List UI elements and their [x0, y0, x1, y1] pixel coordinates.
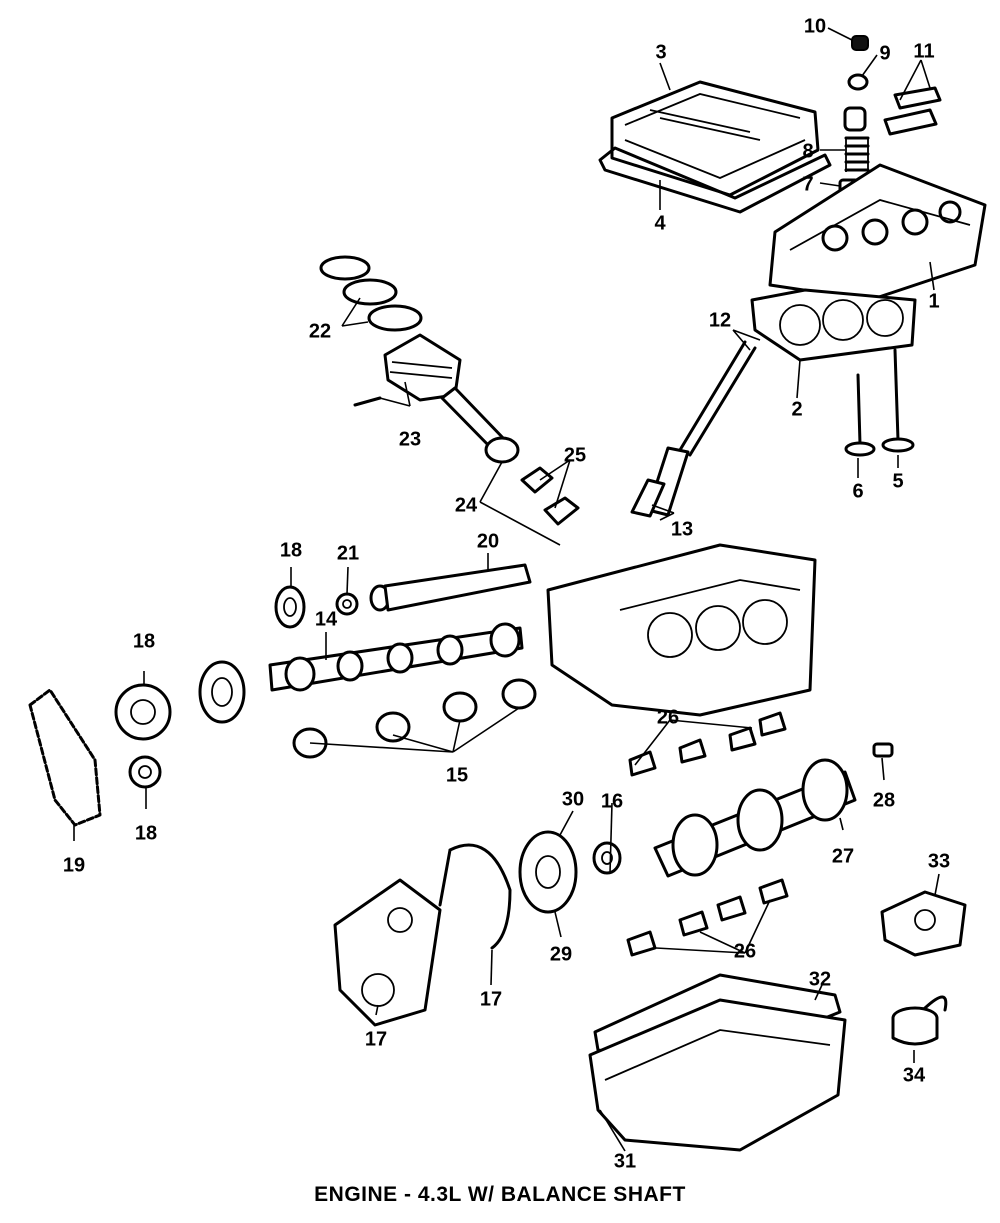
callout-22: 22 — [309, 320, 331, 342]
callout-34: 34 — [903, 1064, 926, 1086]
oil-pump-part — [880, 890, 967, 957]
callout-17-cover: 17 — [365, 1028, 387, 1050]
callout-28: 28 — [873, 789, 895, 811]
main-bearing-upper-part — [628, 711, 787, 777]
callout-8: 8 — [802, 140, 813, 162]
callout-32: 32 — [809, 968, 831, 990]
balance-shaft-part — [369, 563, 532, 612]
callout-12: 12 — [709, 309, 731, 331]
balance-shaft-gear-part — [274, 585, 306, 629]
callout-2: 2 — [791, 398, 802, 420]
callout-18-upper: 18 — [280, 539, 302, 561]
leader-lines — [73, 27, 940, 1152]
cam-bearing-part — [292, 678, 537, 759]
callout-18-lower: 18 — [135, 822, 157, 844]
harmonic-balancer-part — [518, 830, 578, 914]
valve-seal-part — [843, 106, 867, 132]
valve-retainer-part — [847, 73, 869, 91]
callout-15: 15 — [446, 764, 468, 786]
callout-17-gasket: 17 — [480, 988, 502, 1010]
callout-19: 19 — [63, 854, 85, 876]
callout-21: 21 — [337, 542, 359, 564]
crankshaft-part — [653, 758, 857, 878]
timing-chain-part — [28, 688, 102, 827]
callout-4: 4 — [654, 212, 666, 234]
crank-gear-part — [114, 683, 172, 741]
callout-26-lower: 26 — [734, 940, 756, 962]
callout-labels: 1 2 3 4 5 6 7 8 9 10 11 12 13 14 15 16 1… — [63, 15, 950, 1172]
callout-16: 16 — [601, 790, 623, 812]
callout-7: 7 — [802, 173, 813, 195]
oil-pump-screen-part — [891, 995, 948, 1046]
exhaust-valve-part — [844, 373, 876, 457]
callout-18-middle: 18 — [133, 630, 155, 652]
callout-10: 10 — [804, 15, 826, 37]
callout-23: 23 — [399, 428, 421, 450]
callout-6: 6 — [852, 480, 863, 502]
pushrod-part — [678, 340, 757, 457]
callout-5: 5 — [892, 470, 903, 492]
callout-29: 29 — [550, 943, 572, 965]
lifter-part — [630, 446, 690, 518]
callout-20: 20 — [477, 530, 499, 552]
callout-31: 31 — [614, 1150, 636, 1172]
piston-ring-part — [319, 255, 423, 332]
crank-seal-part — [592, 841, 622, 875]
intake-valve-part — [881, 348, 915, 453]
callout-13: 13 — [671, 518, 693, 540]
callout-9: 9 — [879, 42, 890, 64]
timing-cover-part — [333, 878, 442, 1027]
callout-30: 30 — [562, 788, 584, 810]
callout-27: 27 — [832, 845, 854, 867]
valve-keeper-part — [851, 35, 869, 51]
timing-cover-gasket-part — [438, 843, 512, 950]
rocker-arm-part — [883, 86, 942, 136]
callout-14: 14 — [315, 608, 338, 630]
balance-shaft-bearing-part — [335, 592, 359, 616]
callout-11: 11 — [913, 40, 934, 62]
engine-block-part — [546, 543, 817, 717]
connecting-rod-part — [440, 386, 520, 464]
rod-bearing-part — [520, 466, 580, 526]
pilot-bushing-part — [872, 742, 894, 758]
callout-25: 25 — [564, 444, 586, 466]
head-gasket-part — [750, 288, 917, 362]
callout-33: 33 — [928, 850, 950, 872]
callout-26-upper: 26 — [657, 706, 679, 728]
small-gear-part — [128, 755, 162, 789]
valve-cover-part — [610, 80, 820, 197]
callout-24: 24 — [455, 494, 478, 516]
diagram-caption: ENGINE - 4.3L W/ BALANCE SHAFT — [314, 1183, 686, 1206]
camshaft-part — [268, 622, 524, 692]
callout-1: 1 — [928, 290, 939, 312]
callout-3: 3 — [655, 41, 666, 63]
main-bearing-lower-part — [626, 878, 789, 957]
cam-sprocket-part — [198, 660, 246, 724]
valve-cover-gasket-part — [598, 146, 832, 214]
oil-pan-part — [588, 998, 847, 1152]
valve-spring-part — [844, 136, 870, 172]
